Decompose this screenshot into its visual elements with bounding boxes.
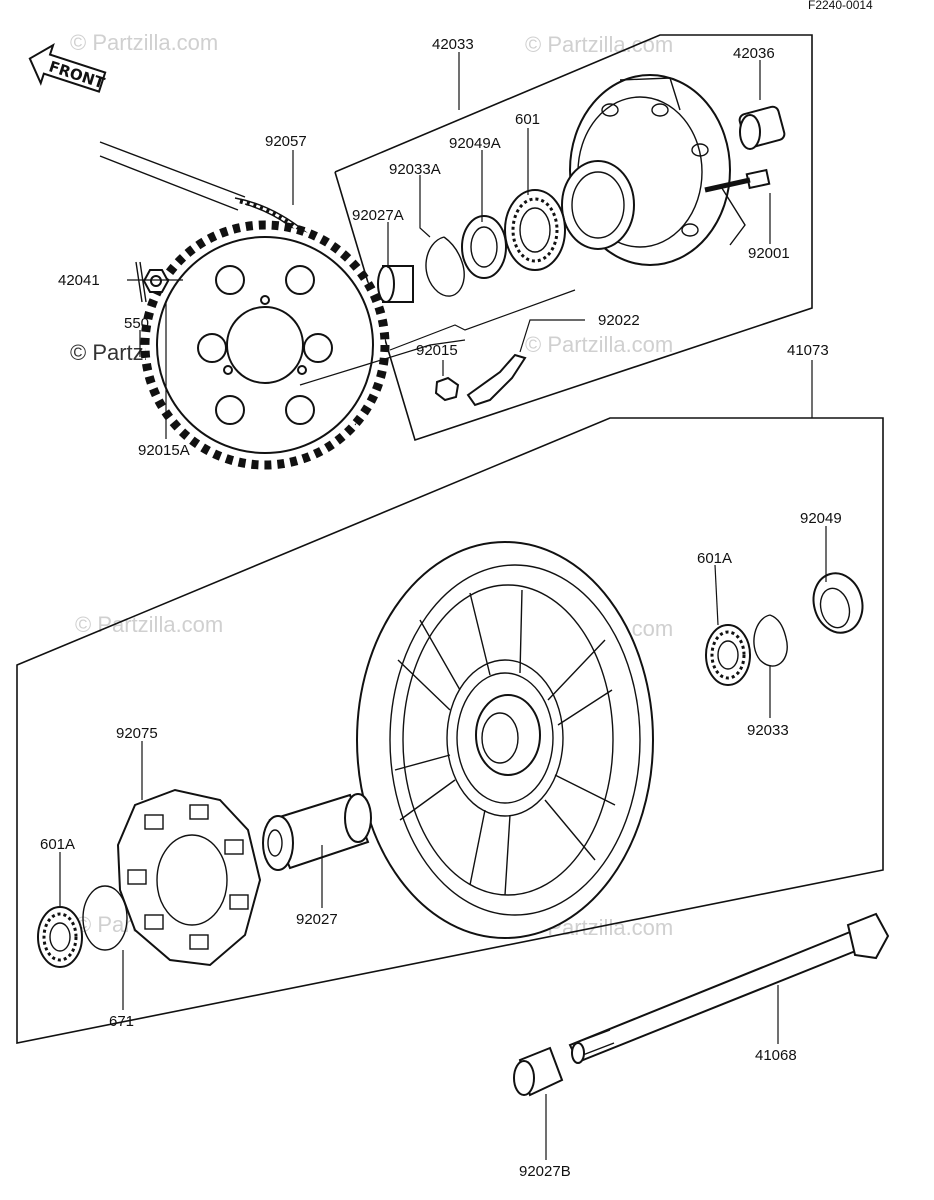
callout-92049a: 92049A [449,135,501,152]
callout-92022: 92022 [598,312,640,329]
wheel-damper [116,788,262,967]
callout-671: 671 [109,1013,134,1030]
callout-92015a: 92015A [138,442,190,459]
callout-92027: 92027 [296,911,338,928]
hub-bolt [704,168,771,193]
hub-bearing [504,189,566,271]
rear-axle [568,912,890,1064]
leader-lines [59,52,827,1160]
hub-nut [434,376,460,402]
rear-sprocket [140,220,390,470]
axle-collar [513,1046,564,1097]
cotter-pin [135,261,147,303]
callout-92027a: 92027A [352,207,404,224]
rear-wheel [356,541,654,939]
callout-42033: 42033 [432,36,474,53]
callout-601a-left: 601A [40,836,75,853]
callout-92033a: 92033A [389,161,441,178]
watermark: © Partzilla.com [75,612,223,637]
hub-circlip [425,236,465,297]
callout-601a-right: 601A [697,550,732,567]
callout-41068: 41068 [755,1047,797,1064]
upper-group-frame [334,34,813,442]
hub-collar [738,105,786,150]
diagram-code: F2240-0014 [808,0,873,12]
watermark: © Partzilla.com [70,30,218,55]
wheel-oil-seal [812,572,864,634]
wheel-group-frame [16,417,884,1044]
wheel-bearing-left [37,906,83,968]
callout-42036: 42036 [733,45,775,62]
callout-92049: 92049 [800,510,842,527]
watermark: © Partzilla.com [525,32,673,57]
wheel-spacer [262,793,372,871]
callout-92075: 92075 [116,725,158,742]
callout-92001: 92001 [748,245,790,262]
callouts: 42033 42036 92057 601 92049A 92033A 9202… [40,36,842,1180]
watermark: © Partzilla.com [525,332,673,357]
hub-spacer-collar [377,265,414,303]
hub-oil-seal [461,215,507,279]
callout-42041: 42041 [58,272,100,289]
callout-92033: 92033 [747,722,789,739]
o-ring [82,885,128,951]
wheel-circlip [753,614,788,667]
sprocket-nut [142,269,170,293]
callout-92027b: 92027B [519,1163,571,1180]
sprocket-hub [561,74,746,266]
callout-601: 601 [515,111,540,128]
callout-550: 550 [124,315,149,332]
callout-92015: 92015 [416,342,458,359]
callout-92057: 92057 [265,133,307,150]
callout-41073: 41073 [787,342,829,359]
lock-plate [466,353,527,407]
wheel-bearing-right [705,624,751,686]
